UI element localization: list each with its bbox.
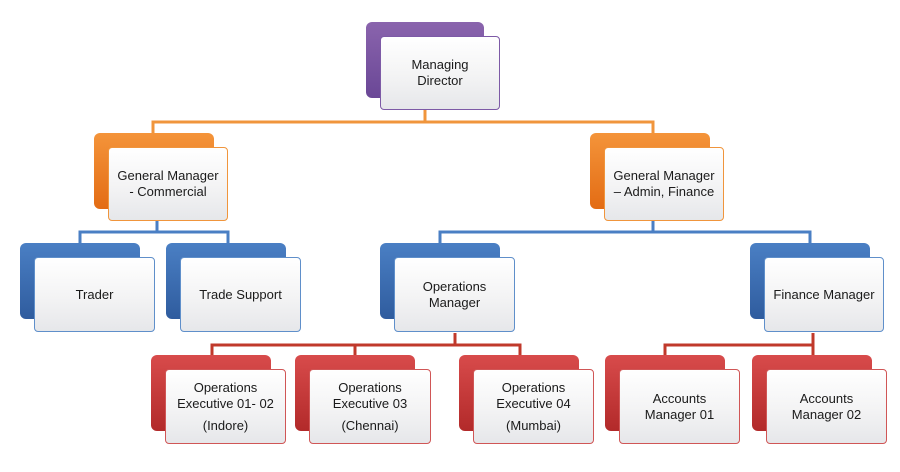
node-label: Finance Manager	[773, 286, 875, 302]
node-box: General Manager - Commercial	[108, 147, 228, 221]
node-label: - Commercial	[129, 184, 207, 199]
node-box: General Manager – Admin, Finance	[604, 147, 724, 221]
node-label: Director	[417, 73, 463, 88]
node-label: Operations	[193, 379, 258, 395]
node-operations-executive-04: Operations Executive 04 (Mumbai)	[459, 355, 594, 444]
node-box: Accounts Manager 01	[619, 369, 740, 444]
node-box: Operations Executive 04 (Mumbai)	[473, 369, 594, 444]
node-box: Operations Executive 01- 02 (Indore)	[165, 369, 286, 444]
node-finance-manager: Finance Manager	[750, 243, 884, 332]
node-box: Finance Manager	[764, 257, 884, 332]
node-label: – Admin, Finance	[613, 184, 715, 199]
node-trade-support: Trade Support	[166, 243, 301, 332]
connector-level3	[210, 333, 815, 355]
node-label: Manager 02	[791, 406, 862, 422]
node-accounts-manager-01: Accounts Manager 01	[605, 355, 740, 444]
node-label: Manager	[428, 294, 481, 310]
connector-level1	[151, 110, 655, 133]
node-label: Executive 04	[496, 395, 571, 411]
node-label: Executive 01- 02	[177, 395, 274, 411]
node-box: Accounts Manager 02	[766, 369, 887, 444]
node-label: Accounts	[652, 390, 707, 406]
node-location: (Indore)	[202, 417, 249, 433]
node-label: Executive 03	[332, 395, 408, 411]
node-operations-manager: Operations Manager	[380, 243, 515, 332]
node-accounts-manager-02: Accounts Manager 02	[752, 355, 887, 444]
node-operations-executive-01-02: Operations Executive 01- 02 (Indore)	[151, 355, 286, 444]
node-label: Accounts	[799, 390, 854, 406]
node-label: Managing	[411, 57, 469, 72]
node-label: Trade Support	[199, 286, 282, 302]
node-location: (Mumbai)	[506, 417, 561, 433]
node-trader: Trader	[20, 243, 155, 332]
node-label: Operations	[338, 379, 402, 395]
node-gm-admin-finance: General Manager – Admin, Finance	[590, 133, 724, 221]
node-box: Operations Executive 03 (Chennai)	[309, 369, 431, 444]
node-box: Trade Support	[180, 257, 301, 332]
node-label: Operations	[501, 379, 566, 395]
connector-level2	[78, 220, 812, 243]
node-gm-commercial: General Manager - Commercial	[94, 133, 228, 221]
node-location: (Chennai)	[341, 417, 399, 433]
node-managing-director: Managing Director	[366, 22, 500, 110]
node-box: Managing Director	[380, 36, 500, 110]
node-label: General Manager	[613, 168, 715, 183]
node-label: General Manager	[117, 168, 219, 183]
node-label: Manager 01	[644, 406, 715, 422]
node-operations-executive-03: Operations Executive 03 (Chennai)	[295, 355, 431, 444]
node-box: Operations Manager	[394, 257, 515, 332]
node-box: Trader	[34, 257, 155, 332]
node-label: Trader	[75, 286, 114, 302]
node-label: Operations	[422, 278, 487, 294]
